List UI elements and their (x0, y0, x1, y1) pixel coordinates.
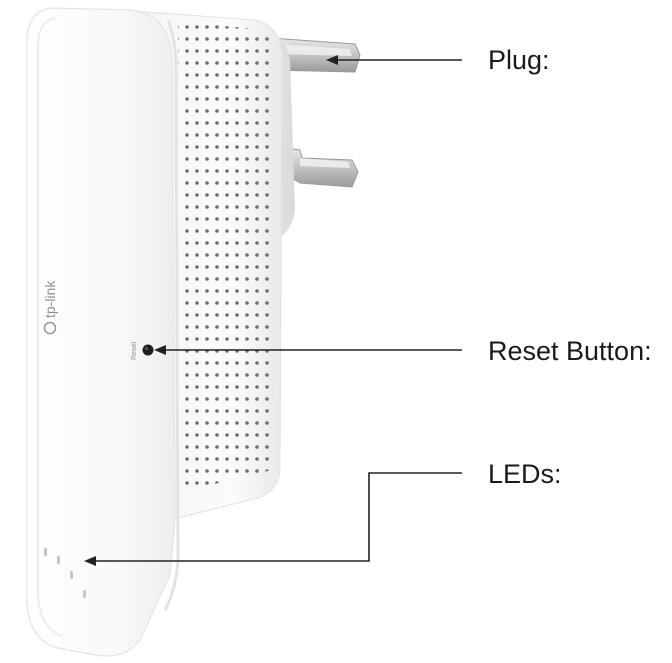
vent-grille (178, 22, 272, 492)
plug-label: Plug: (488, 45, 550, 75)
plug-arrowhead (326, 55, 338, 65)
reset-arrowhead (154, 345, 166, 355)
led-status (57, 556, 60, 564)
reset-button[interactable] (142, 344, 154, 356)
device-front-panel (26, 7, 176, 657)
led-power (44, 548, 47, 556)
callout-lines (90, 59, 462, 562)
reset-marking: Reset (131, 342, 138, 360)
leds-label: LEDs: (488, 459, 562, 489)
leds-callout-line (90, 472, 462, 562)
plug-bottom-pin (284, 147, 359, 188)
plug-pins (269, 37, 361, 188)
led-5g (83, 590, 86, 598)
led-indicators (44, 548, 86, 598)
reset-button-label: Reset Button: (488, 336, 652, 366)
brand-logo: tp-link (42, 280, 58, 335)
callout-arrowheads (84, 55, 338, 566)
brand-logo-text: tp-link (42, 280, 58, 318)
led-2g (70, 571, 73, 579)
leds-arrowhead (84, 556, 96, 566)
